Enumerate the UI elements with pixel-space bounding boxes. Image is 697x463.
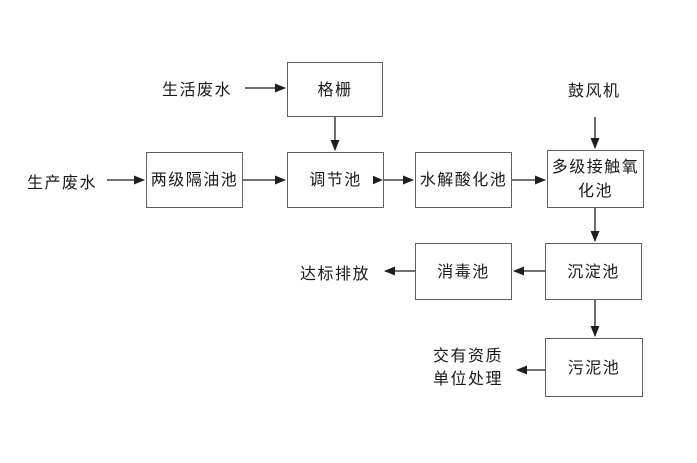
node-disinfection-tank: 消毒池	[415, 243, 512, 300]
node-hydrolysis-acidification-tank: 水解酸化池	[415, 152, 512, 208]
label-production-wastewater: 生产废水	[27, 173, 98, 192]
label-qualified-unit-disposal: 交有资质 单位处理	[433, 344, 523, 390]
node-regulating-tank: 调节池	[287, 152, 384, 208]
node-grille-label: 格栅	[317, 79, 353, 99]
node-sedimentation-tank: 沉淀池	[545, 243, 642, 300]
label-qualified-unit-line2: 单位处理	[433, 369, 504, 388]
label-standard-discharge: 达标排放	[300, 264, 371, 283]
node-multistage-contact-oxidation-tank-label: 多级接触氧化池	[551, 157, 640, 200]
node-two-stage-oil-separator-label: 两级隔油池	[150, 170, 239, 189]
node-sedimentation-tank-label: 沉淀池	[567, 261, 620, 281]
node-regulating-tank-label: 调节池	[309, 170, 362, 189]
node-sludge-tank: 污泥池	[545, 338, 643, 397]
label-blower: 鼓风机	[568, 81, 621, 100]
arrowhead-inside-regulating	[373, 175, 383, 185]
node-hydrolysis-acidification-tank-label: 水解酸化池	[419, 170, 508, 189]
node-grille: 格栅	[287, 62, 383, 117]
node-disinfection-tank-label: 消毒池	[437, 261, 490, 281]
label-qualified-unit-line1: 交有资质	[433, 346, 504, 365]
node-multistage-contact-oxidation-tank: 多级接触氧化池	[547, 150, 644, 208]
node-two-stage-oil-separator: 两级隔油池	[146, 152, 243, 208]
node-sludge-tank-label: 污泥池	[567, 357, 621, 377]
label-domestic-wastewater: 生活废水	[162, 80, 233, 99]
